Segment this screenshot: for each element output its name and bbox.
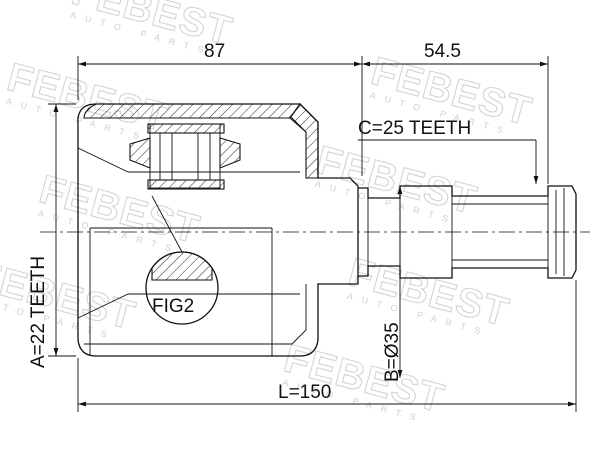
- dimension-87-label: 87: [204, 41, 225, 62]
- tripod-bearing: [129, 123, 241, 190]
- dimension-54-5-label: 54.5: [424, 41, 461, 62]
- fig2-label: FIG2: [152, 296, 194, 317]
- fig2-callout: FIG2: [145, 195, 219, 325]
- inner-spline-dimension: A=22 TEETH: [28, 103, 76, 368]
- inner-spline-label: A=22 TEETH: [28, 256, 49, 368]
- dimension-total-length: L=150: [77, 280, 577, 412]
- dimension-54-5: 54.5: [362, 41, 549, 184]
- outer-spline-callout: C=25 TEETH: [358, 118, 539, 184]
- outer-spline-label: C=25 TEETH: [358, 118, 471, 139]
- shaft-diameter-label: B=Ø35: [382, 322, 403, 382]
- joint-housing: [77, 103, 359, 357]
- shaft-diameter-dimension: B=Ø35: [382, 186, 403, 382]
- dimension-87: 87: [77, 41, 363, 176]
- total-length-label: L=150: [278, 382, 331, 403]
- watermark: FEBEST AUTO PARTS FEBEST AUTO PARTS FEBE…: [0, 0, 537, 425]
